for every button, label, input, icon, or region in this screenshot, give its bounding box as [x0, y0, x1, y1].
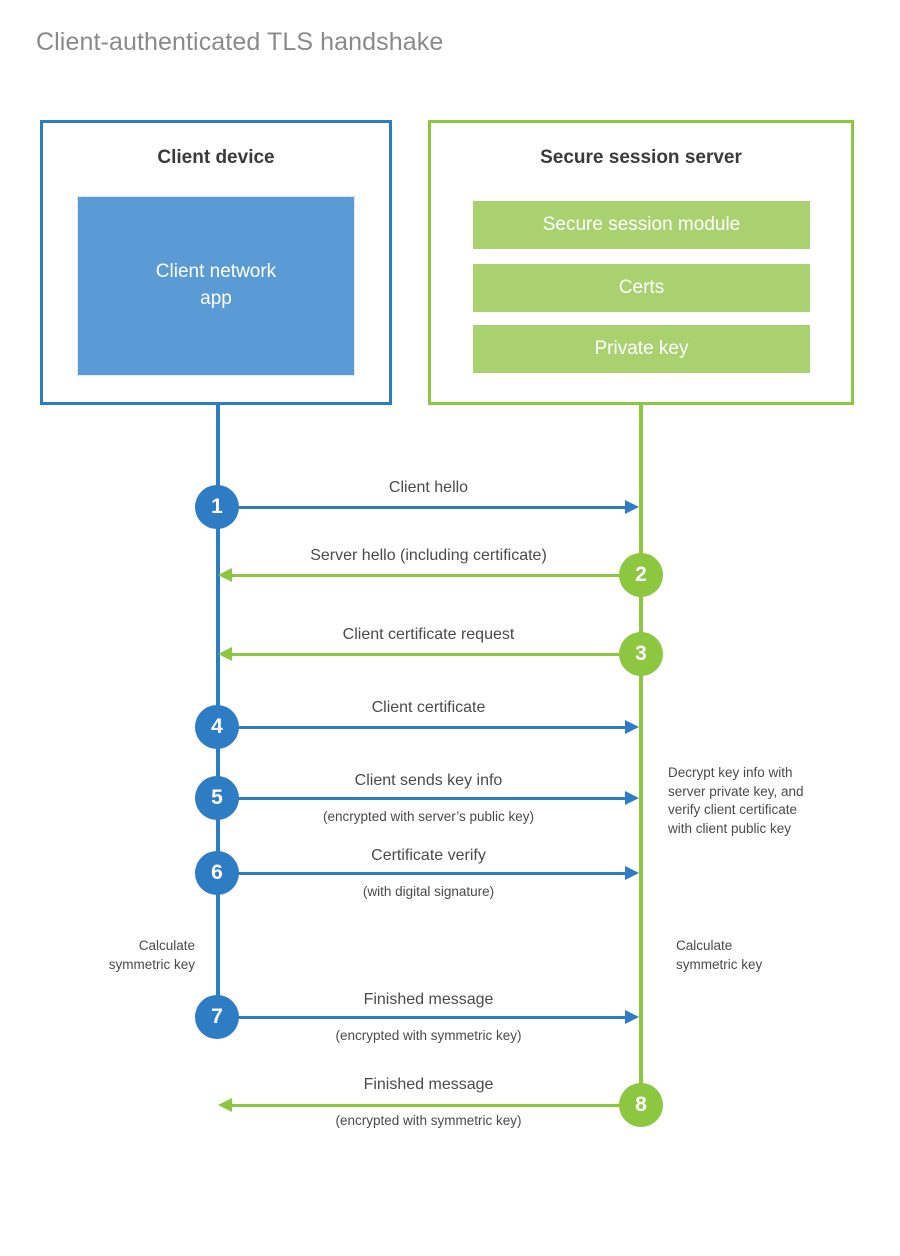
- message-5-label: Client sends key info: [354, 772, 503, 789]
- server-component-private-key: Private key: [473, 325, 810, 373]
- page-title: Client-authenticated TLS handshake: [36, 28, 444, 56]
- message-1-line: [218, 506, 625, 509]
- step-badge-4: 4: [195, 705, 239, 749]
- message-5-line: [218, 797, 625, 800]
- message-5-arrowhead-icon: [625, 791, 639, 805]
- message-8-arrowhead-icon: [218, 1098, 232, 1112]
- step-badge-8: 8: [619, 1083, 663, 1127]
- message-6-sublabel: (with digital signature): [362, 884, 495, 899]
- message-7-arrowhead-icon: [625, 1010, 639, 1024]
- step-badge-1: 1: [195, 485, 239, 529]
- message-2-arrowhead-icon: [218, 568, 232, 582]
- note-server-decrypt-verify: Decrypt key info with server private key…: [668, 765, 804, 836]
- step-badge-3: 3: [619, 632, 663, 676]
- message-4-arrowhead-icon: [625, 720, 639, 734]
- message-3-label: Client certificate request: [342, 626, 515, 643]
- message-4-label: Client certificate: [371, 699, 486, 716]
- client-network-app-block: Client network app: [77, 196, 355, 376]
- message-2-label: Server hello (including certificate): [310, 547, 547, 564]
- server-component-certs: Certs: [473, 264, 810, 312]
- message-2-line: [232, 574, 639, 577]
- client-device-title: Client device: [157, 147, 275, 168]
- actor-box-secure-session-server: Secure session server Secure session mod…: [428, 120, 854, 405]
- message-8-sublabel: (encrypted with symmetric key): [335, 1113, 522, 1128]
- message-3-arrowhead-icon: [218, 647, 232, 661]
- message-7-label: Finished message: [363, 991, 494, 1008]
- message-5-sublabel: (encrypted with server’s public key): [322, 809, 535, 824]
- message-8-label: Finished message: [363, 1076, 494, 1093]
- message-3-line: [232, 653, 639, 656]
- message-6-arrowhead-icon: [625, 866, 639, 880]
- message-7-sublabel: (encrypted with symmetric key): [335, 1028, 522, 1043]
- message-4-line: [218, 726, 625, 729]
- step-badge-2: 2: [619, 553, 663, 597]
- step-badge-6: 6: [195, 851, 239, 895]
- step-badge-5: 5: [195, 776, 239, 820]
- secure-session-server-title: Secure session server: [540, 147, 742, 168]
- message-6-line: [218, 872, 625, 875]
- note-server-calculate-symmetric-key: Calculate symmetric key: [676, 938, 763, 972]
- server-component-secure-session-module: Secure session module: [473, 201, 810, 249]
- message-8-line: [232, 1104, 639, 1107]
- message-6-label: Certificate verify: [371, 847, 486, 864]
- message-7-line: [218, 1016, 625, 1019]
- actor-box-client-device: Client device Client network app: [40, 120, 392, 405]
- message-1-label: Client hello: [388, 479, 469, 496]
- step-badge-7: 7: [195, 995, 239, 1039]
- message-1-arrowhead-icon: [625, 500, 639, 514]
- note-client-calculate-symmetric-key: Calculate symmetric key: [108, 938, 195, 972]
- lifeline-server: [639, 403, 643, 1107]
